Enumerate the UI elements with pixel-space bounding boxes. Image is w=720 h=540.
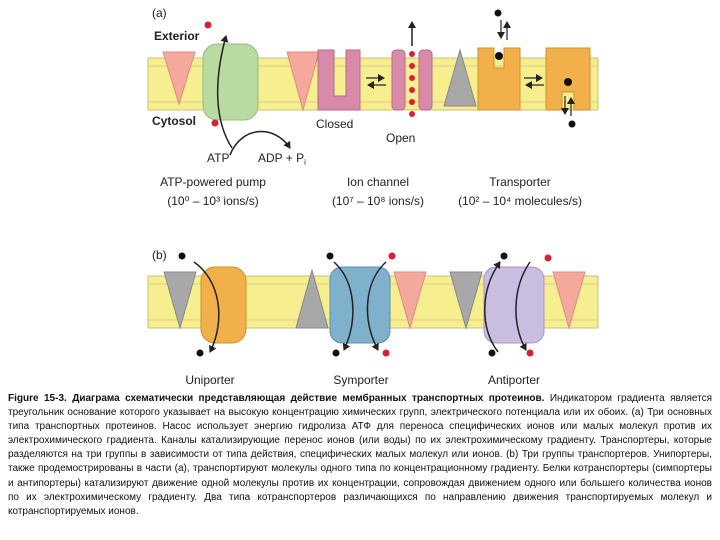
transporter-rate: (10² – 10⁴ molecules/s) <box>458 194 582 208</box>
gradient-triangle-channel <box>286 51 320 112</box>
atp-label: ATP <box>207 151 229 165</box>
antiporter-ion-in <box>526 349 534 357</box>
pump-title: ATP-powered pump <box>160 175 266 189</box>
closed-label: Closed <box>316 117 353 131</box>
gradient-triangle-uniporter <box>163 271 197 330</box>
symporter <box>329 266 391 344</box>
ion-channel-closed <box>317 49 361 111</box>
gradient-triangle-antiporter-pink <box>552 271 586 330</box>
antiporter-ion-out <box>544 254 552 262</box>
channel-ion-column <box>409 51 415 117</box>
transporter-equilibrium-bottom-icon <box>561 96 575 116</box>
atp-hydrolysis-arrow <box>229 130 291 156</box>
uniporter-label: Uniporter <box>185 373 234 387</box>
transporter-molecule-exterior <box>495 52 503 60</box>
channel-rate: (10⁷ – 10⁸ ions/s) <box>332 194 424 208</box>
ion-channel-open-left <box>391 49 406 111</box>
antiporter-molecule-out <box>500 252 508 260</box>
transporter-molecule-bottom <box>568 120 576 128</box>
gradient-triangle-transporter <box>443 48 477 107</box>
transporter-molecule-inside <box>564 78 572 86</box>
transporter-molecule-top <box>494 9 502 17</box>
caption-title: Figure 15-3. Диаграма схематически предс… <box>8 393 545 404</box>
pump-rate: (10⁰ – 10³ ions/s) <box>167 194 259 208</box>
gradient-triangle-antiporter-gray <box>449 271 483 330</box>
cytosol-label: Cytosol <box>152 114 196 128</box>
caption-body: Индикатором градиента является треугольн… <box>8 393 712 517</box>
figure-caption: Figure 15-3. Диаграма схематически предс… <box>8 392 712 519</box>
panel-a-tag: (a) <box>152 6 167 20</box>
uniporter-arrow <box>193 261 220 353</box>
transporter-open-outward <box>477 47 521 111</box>
gradient-triangle-symporter-gray <box>295 268 329 329</box>
panel-b-tag: (b) <box>152 248 167 262</box>
uniporter-molecule-in <box>196 349 204 357</box>
antiporter-molecule-in <box>488 349 496 357</box>
antiporter <box>483 266 545 344</box>
atp-pump <box>202 43 259 121</box>
channel-equilibrium-icon <box>366 74 386 89</box>
adp-label: ADP + Pi <box>258 151 306 167</box>
gradient-triangle-pump <box>162 51 196 106</box>
symporter-molecule-in <box>332 349 340 357</box>
uniporter-molecule-out <box>178 252 186 260</box>
transporter-equilibrium-top-icon <box>497 20 511 40</box>
antiporter-arrow-ion <box>515 261 531 351</box>
pump-ion-exterior <box>204 21 212 29</box>
symporter-arrow-ion <box>366 261 387 351</box>
pump-ion-cytosol <box>211 119 219 127</box>
symporter-molecule-out <box>326 252 334 260</box>
symporter-ion-in <box>382 349 390 357</box>
antiporter-arrow-molecule <box>484 261 501 353</box>
uniporter <box>200 266 247 344</box>
antiporter-label: Antiporter <box>488 373 540 387</box>
transporter-equilibrium-icon <box>524 74 544 89</box>
membrane-transport-diagram: (a) Exterior Cytosol ATP ADP + Pi Closed… <box>147 6 599 387</box>
channel-title: Ion channel <box>347 175 409 189</box>
exterior-label: Exterior <box>154 29 200 43</box>
ion-channel-open-right <box>418 49 433 111</box>
gradient-triangle-symporter-pink <box>393 271 427 330</box>
symporter-ion-out <box>388 252 396 260</box>
open-label: Open <box>386 131 415 145</box>
symporter-arrow-molecule <box>333 261 354 351</box>
pump-transport-arrow <box>216 35 233 149</box>
symporter-label: Symporter <box>333 373 388 387</box>
transporter-title: Transporter <box>489 175 551 189</box>
